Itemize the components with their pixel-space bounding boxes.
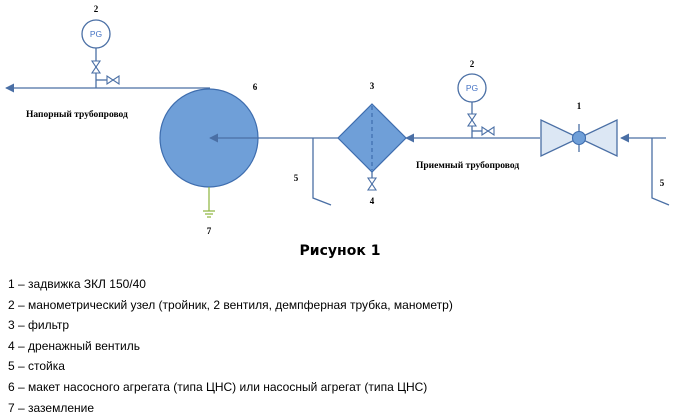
- legend-item: 4 – дренажный вентиль: [8, 338, 140, 353]
- gate-valve-right-icon: [577, 118, 618, 158]
- gauge-valve-icon: [466, 113, 478, 121]
- legend: 1 – задвижка ЗКЛ 150/40 2 – манометричес…: [8, 274, 453, 418]
- label-4: 4: [370, 196, 375, 206]
- pressure-gauge-icon: [81, 19, 111, 49]
- drain-valve-icon: [366, 183, 378, 191]
- label-1: 1: [577, 101, 582, 111]
- stand-left: [312, 138, 332, 206]
- gauge-label: PG: [90, 29, 102, 39]
- discharge-pipe-label: Напорный трубопровод: [26, 109, 128, 120]
- gauge-valve-icon: [466, 119, 478, 127]
- ground-icon: [203, 187, 215, 218]
- vent-valve-icon: [106, 74, 114, 86]
- gauge-valve-icon: [90, 60, 102, 68]
- vent-valve-icon: [481, 125, 489, 137]
- drain-valve-icon: [366, 177, 378, 185]
- legend-item: 6 – макет насосного агрегата (типа ЦНС) …: [8, 379, 428, 394]
- legend-item: 1 – задвижка ЗКЛ 150/40: [8, 277, 146, 291]
- gauge-valve-icon: [90, 66, 102, 74]
- figure-title: Рисунок 1: [299, 243, 381, 259]
- label-5-left: 5: [294, 173, 299, 183]
- gate-valve-hub-icon: [571, 130, 587, 146]
- stand-right: [651, 138, 670, 206]
- vent-valve-icon: [487, 125, 495, 137]
- legend-item: 3 – фильтр: [8, 318, 70, 333]
- legend-item: 7 – заземление: [8, 400, 95, 415]
- legend-item: 2 – манометрический узел (тройник, 2 вен…: [8, 297, 453, 312]
- vent-valve-icon: [112, 74, 120, 86]
- label-2-left: 2: [94, 4, 99, 14]
- label-3: 3: [370, 81, 375, 91]
- schematic-diagram: PG PG 2 6 3 2 1 4 5 5 7 Напорный трубопр…: [5, 4, 670, 236]
- label-2-right: 2: [470, 59, 475, 69]
- gauge-label: PG: [466, 83, 478, 93]
- gate-valve-left-icon: [540, 118, 581, 158]
- suction-pipe-label: Приемный трубопровод: [416, 160, 519, 171]
- legend-item: 5 – стойка: [8, 359, 65, 374]
- label-6: 6: [253, 82, 258, 92]
- label-7: 7: [207, 226, 212, 236]
- pressure-gauge-icon: [457, 73, 487, 103]
- label-5-right: 5: [660, 178, 665, 188]
